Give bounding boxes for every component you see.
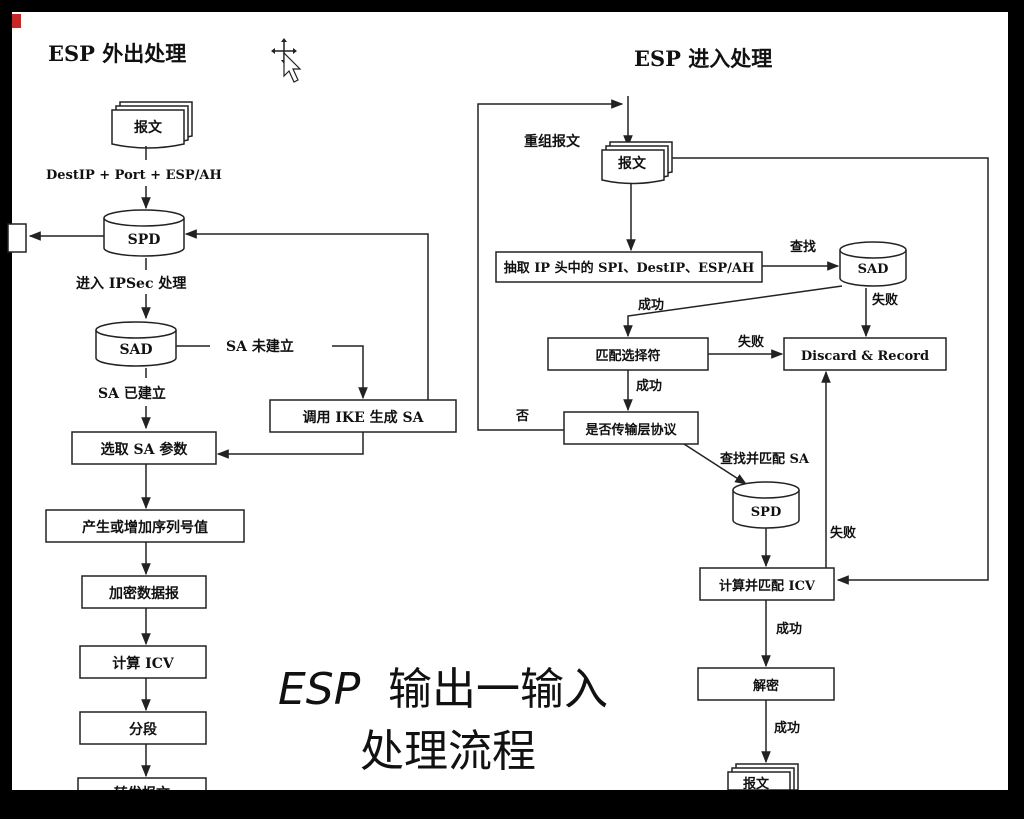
fragment-label: 分段 (129, 721, 157, 738)
decrypt-box (697, 667, 835, 701)
edge-arrow (216, 432, 364, 459)
cut-off-box (7, 223, 27, 253)
no-label: 否 (515, 409, 529, 424)
loop-back-edge (477, 99, 624, 431)
outbound-packet-label: 报文 (134, 119, 163, 136)
slide-marker (12, 14, 21, 28)
seq-number-label: 产生或增加序列号值 (82, 519, 208, 536)
extract-box (495, 251, 763, 283)
inbound-icv-label: 计算并匹配 ICV (719, 578, 816, 594)
fail-3-label: 失败 (830, 525, 856, 541)
success-3-label: 成功 (776, 621, 802, 637)
outbound-spd-label: SPD (128, 232, 161, 248)
transport-check-label: 是否传输层协议 (584, 422, 677, 438)
enter-ipsec-label: 进入 IPSec 处理 (76, 275, 186, 292)
outbound-title: ESP 外出处理 (48, 41, 186, 66)
edge-arrow (672, 157, 989, 585)
decrypt-label: 解密 (752, 678, 779, 694)
inbound-spd-node: SPD (732, 481, 800, 529)
inbound-title: ESP 进入处理 (634, 46, 772, 71)
inbound-icv-box (699, 567, 835, 601)
outbound-icv-box (79, 645, 207, 679)
overlay-title: ESP 输出一输入 处理流程 (278, 664, 608, 777)
encrypt-box (81, 575, 207, 609)
outbound-sad-label: SAD (119, 342, 152, 358)
discard-label: Discard & Record (801, 349, 929, 364)
inbound-packet-node: 报文 (601, 141, 673, 185)
outbound-spd-node: SPD (103, 209, 185, 257)
encrypt-label: 加密数据报 (108, 585, 179, 602)
select-sa-box (71, 431, 217, 465)
select-sa-label: 选取 SA 参数 (101, 441, 189, 458)
success-1-label: 成功 (638, 297, 664, 313)
lookup-match-sa-label: 查找并匹配 SA (719, 451, 810, 467)
inbound-spd-label: SPD (751, 505, 781, 520)
inbound-sad-label: SAD (858, 262, 889, 277)
inbound-packet-label: 报文 (618, 155, 647, 172)
edge-arrow (683, 443, 748, 485)
match-selector-label: 匹配选择符 (595, 348, 660, 364)
success-2-label: 成功 (636, 378, 662, 394)
fail-2-label: 失败 (738, 334, 764, 350)
outbound-packet-node: 报文 (111, 101, 193, 149)
edge-arrow (332, 345, 368, 400)
discard-box (783, 337, 947, 371)
selector-label: DestIP + Port + ESP/AH (46, 168, 222, 183)
outbound-sad-node: SAD (95, 321, 177, 367)
inbound-sad-node: SAD (839, 241, 907, 287)
lookup-label: 查找 (789, 239, 816, 255)
extract-label: 抽取 IP 头中的 SPI、DestIP、ESP/AH (504, 260, 755, 276)
fragment-box (79, 711, 207, 745)
sa-established-label: SA 已建立 (98, 385, 166, 402)
edge-arrow (184, 229, 429, 400)
seq-number-box (45, 509, 245, 543)
fail-1-label: 失败 (872, 292, 898, 308)
call-ike-label: 调用 IKE 生成 SA (303, 409, 425, 426)
sa-not-established-label: SA 未建立 (226, 338, 294, 355)
inbound-packet-out-node: 报文 (727, 763, 799, 792)
edge-arrow (623, 285, 843, 338)
success-4-label: 成功 (774, 720, 800, 736)
move-cursor-icon (271, 38, 302, 83)
overlay-title-line2: 处理流程 (360, 726, 536, 777)
outbound-icv-label: 计算 ICV (112, 655, 175, 672)
bottom-frame-bar (0, 790, 1024, 815)
transport-check-box (563, 411, 699, 445)
overlay-title-cjk: 输出一输入 (388, 664, 608, 715)
reassemble-label: 重组报文 (524, 133, 581, 150)
overlay-title-latin: ESP (278, 664, 361, 715)
packet-out-label: 报文 (743, 776, 770, 792)
